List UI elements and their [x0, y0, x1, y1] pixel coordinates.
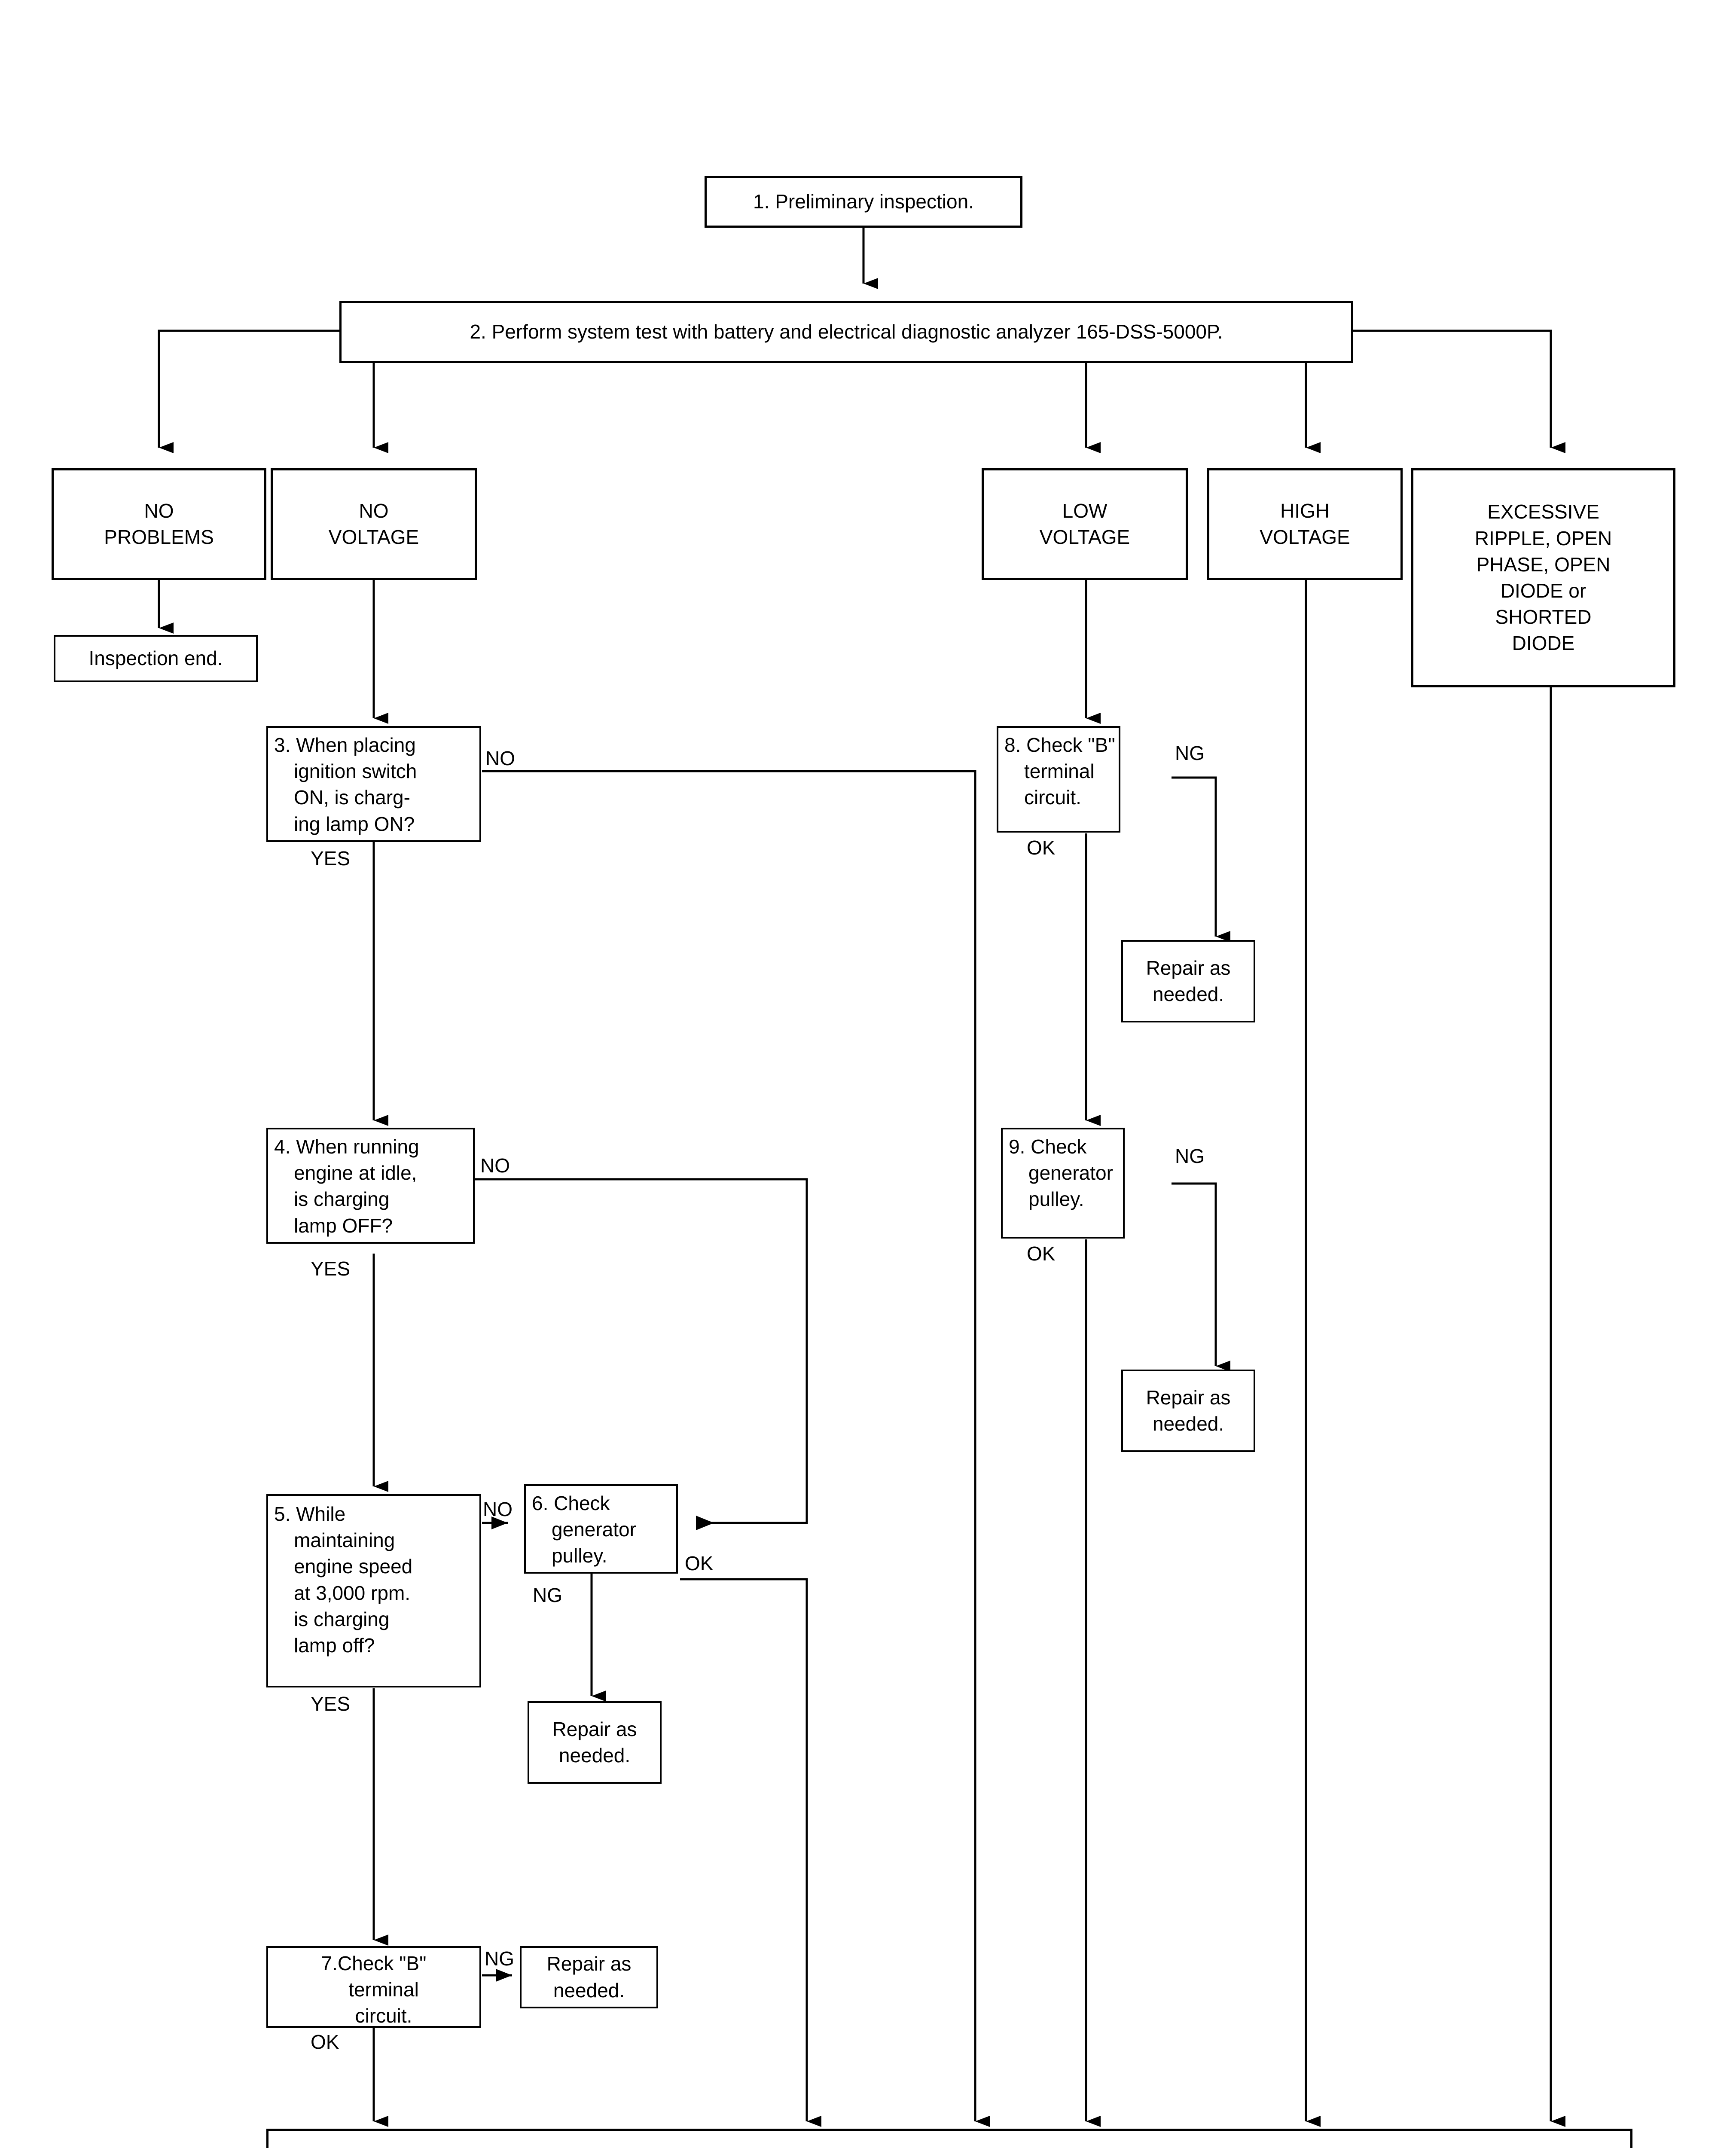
- node-inspection-end[interactable]: Inspection end.: [54, 635, 258, 682]
- edge-label-step9-ok: OK: [1027, 1242, 1056, 1265]
- node-no-voltage-label: NO VOLTAGE: [328, 499, 419, 548]
- node-replace-generator[interactable]: Replace generator: [266, 2129, 1632, 2148]
- node-inspection-end-label: Inspection end.: [88, 647, 223, 670]
- edge-label-step7-ok: OK: [311, 2031, 339, 2053]
- edge-label-step9-ng: NG: [1175, 1145, 1205, 1167]
- node-repair-6[interactable]: Repair as needed.: [528, 1701, 662, 1784]
- node-repair-8[interactable]: Repair as needed.: [1121, 940, 1255, 1022]
- node-no-problems-label: NO PROBLEMS: [104, 499, 214, 548]
- edge-label-step6-ok: OK: [685, 1552, 714, 1574]
- node-excessive-ripple[interactable]: EXCESSIVE RIPPLE, OPEN PHASE, OPEN DIODE…: [1411, 468, 1675, 687]
- edge-label-step3-no: NO: [485, 747, 515, 769]
- node-low-voltage[interactable]: LOW VOLTAGE: [982, 468, 1188, 580]
- node-repair-9-label: Repair as needed.: [1146, 1386, 1231, 1435]
- edge-label-step6-ng: NG: [533, 1584, 562, 1606]
- edge-label-step8-ng: NG: [1175, 742, 1205, 764]
- node-step1[interactable]: 1. Preliminary inspection.: [705, 176, 1022, 228]
- edge-label-step7-ng: NG: [485, 1947, 514, 1970]
- node-repair-7[interactable]: Repair as needed.: [520, 1946, 658, 2008]
- edge-step2-to-excessive-ripple: [1351, 330, 1565, 453]
- edge-label-step5-yes: YES: [311, 1693, 351, 1715]
- node-no-voltage[interactable]: NO VOLTAGE: [271, 468, 477, 580]
- node-low-voltage-label: LOW VOLTAGE: [1039, 499, 1130, 548]
- edge-label-step4-yes: YES: [311, 1257, 351, 1280]
- edge-label-step4-no: NO: [480, 1154, 510, 1177]
- node-repair-7-label: Repair as needed.: [546, 1953, 632, 2002]
- node-no-problems[interactable]: NO PROBLEMS: [52, 468, 266, 580]
- node-high-voltage[interactable]: HIGH VOLTAGE: [1207, 468, 1403, 580]
- edge-label-step5-no: NO: [483, 1498, 513, 1520]
- edge-step4-no-to-step6: [475, 1178, 808, 1530]
- node-step2[interactable]: 2. Perform system test with battery and …: [339, 301, 1353, 363]
- edge-step8-ng-to-repair: [1172, 776, 1230, 942]
- node-high-voltage-label: HIGH VOLTAGE: [1260, 499, 1350, 548]
- edge-label-step3-yes: YES: [311, 847, 351, 870]
- edge-step6-ok-to-replace-generator: [680, 1578, 821, 2127]
- edge-label-step8-ok: OK: [1027, 836, 1056, 859]
- node-step2-label: 2. Perform system test with battery and …: [470, 320, 1223, 343]
- node-repair-9[interactable]: Repair as needed.: [1121, 1370, 1255, 1452]
- node-step1-label: 1. Preliminary inspection.: [753, 190, 974, 213]
- edge-step3-no-to-replace-generator: [482, 770, 990, 2127]
- edge-step2-to-no-problems: [158, 330, 341, 453]
- edge-step9-ng-to-repair: [1172, 1182, 1230, 1372]
- node-excessive-ripple-label: EXCESSIVE RIPPLE, OPEN PHASE, OPEN DIODE…: [1474, 500, 1612, 655]
- node-repair-6-label: Repair as needed.: [552, 1718, 637, 1767]
- node-repair-8-label: Repair as needed.: [1146, 956, 1231, 1005]
